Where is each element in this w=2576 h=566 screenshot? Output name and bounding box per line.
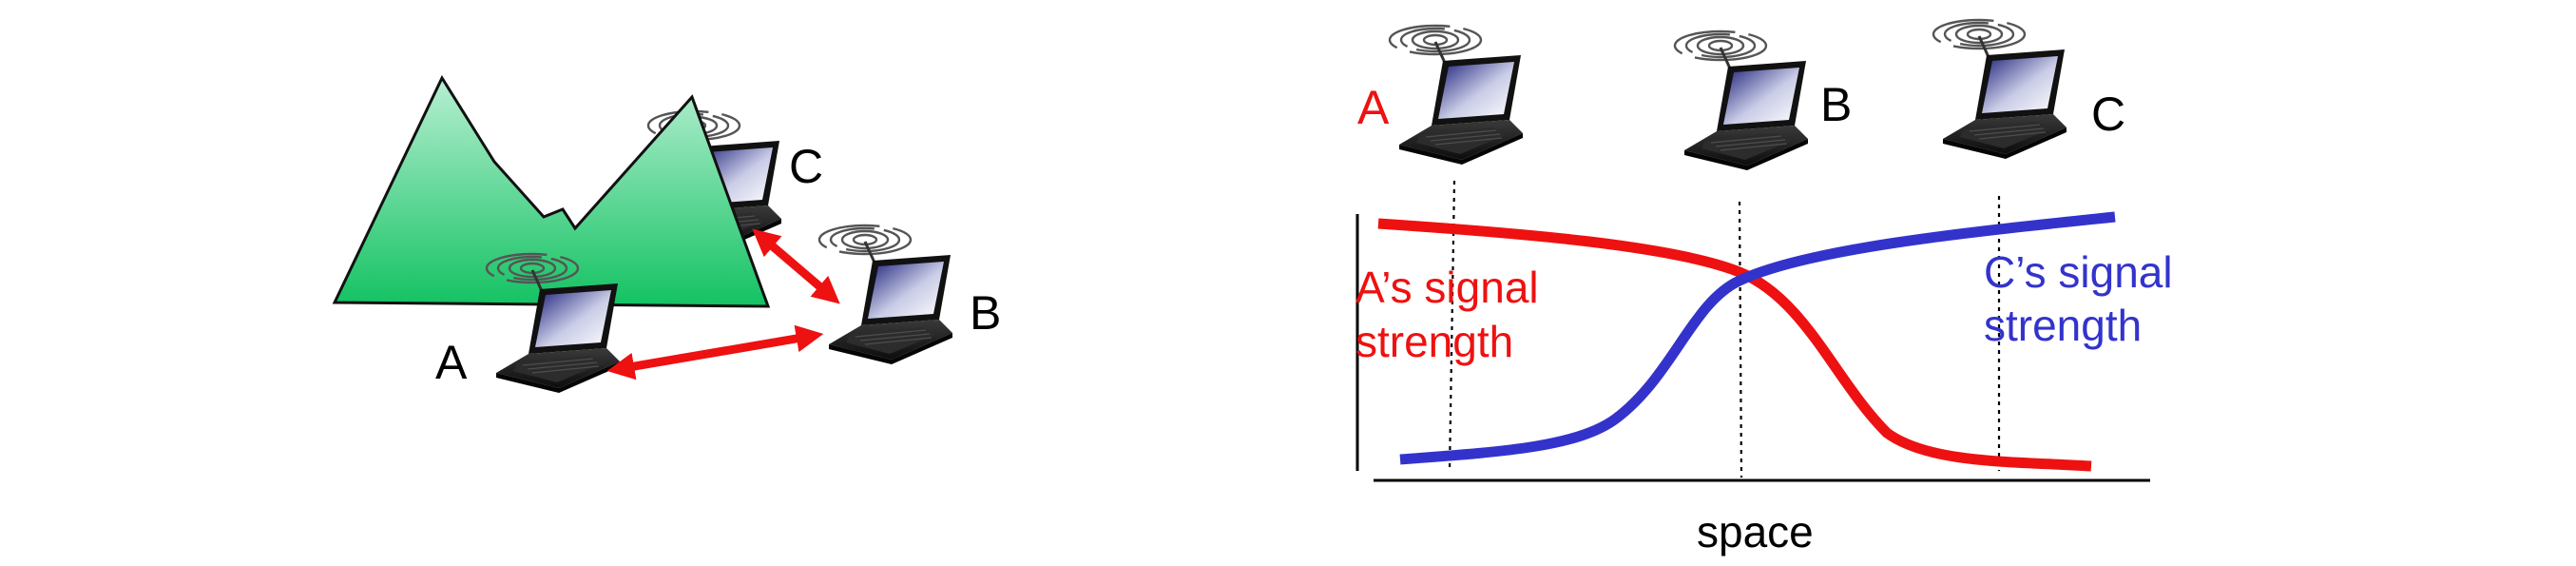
label-c-left: C [789, 140, 823, 193]
label-b-left: B [970, 286, 1001, 340]
mountain-obstacle [332, 74, 771, 308]
a-signal-label-line1: A’s signal [1355, 263, 1539, 312]
right-diagram: A B C A’s signal strength C’s signal str… [1355, 18, 2173, 556]
c-signal-label-line1: C’s signal [1984, 247, 2173, 297]
laptop-b-left [817, 224, 954, 366]
station-label-c: C [2091, 88, 2125, 141]
station-label-b: B [1820, 78, 1852, 131]
label-a-left: A [435, 336, 468, 389]
station-laptop-a [1388, 24, 1525, 166]
left-diagram: A B C [332, 74, 1001, 395]
arrow-c-b [752, 228, 840, 304]
station-laptop-b [1673, 29, 1810, 172]
curve-a-signal [1377, 218, 2092, 472]
station-marker-b [1738, 201, 1743, 478]
station-laptop-c [1932, 18, 2068, 161]
station-marker-a [1448, 180, 1456, 472]
arrow-a-b [606, 324, 824, 381]
x-axis-label: space [1697, 507, 1814, 556]
a-signal-label-line2: strength [1355, 317, 1513, 366]
c-signal-label-line2: strength [1984, 301, 2142, 350]
station-label-a: A [1357, 81, 1390, 134]
curve-c-signal [1399, 211, 2116, 465]
